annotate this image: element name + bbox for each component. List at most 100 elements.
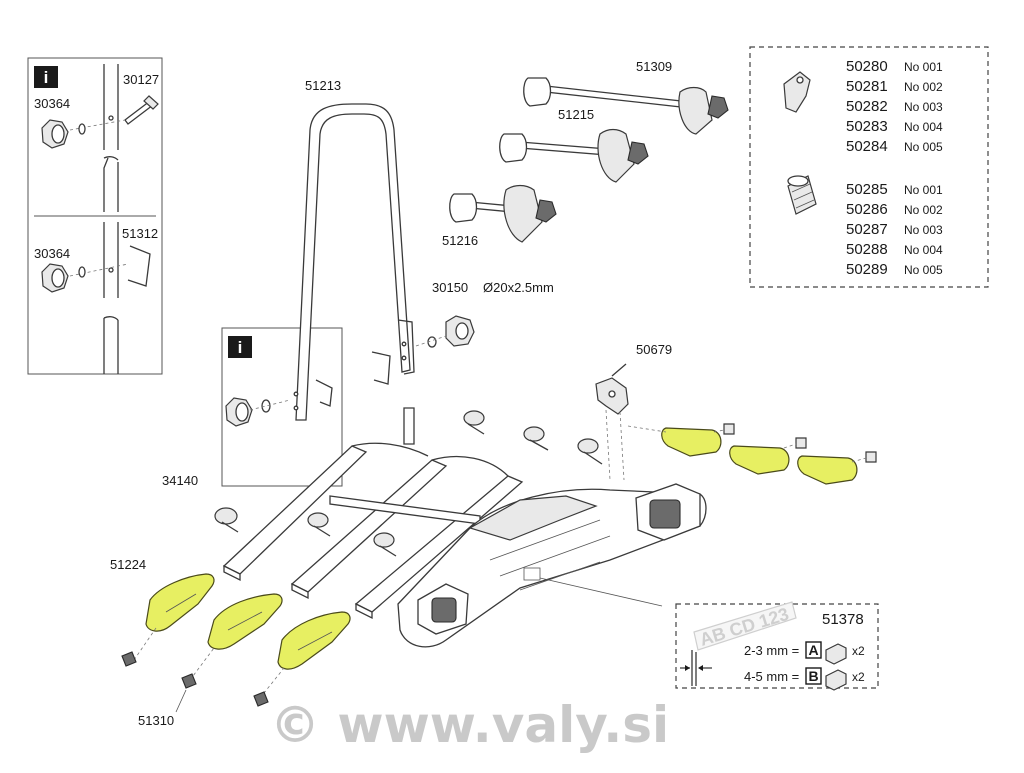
variant-number: No 001	[904, 183, 943, 197]
part-label-51310: 51310	[138, 713, 174, 728]
variant-code: 50288	[846, 241, 888, 258]
part-label-30364-top: 30364	[34, 96, 70, 111]
strap-end-icon	[783, 71, 811, 113]
arch-frame-51213	[293, 103, 415, 421]
info-panel-center-frame	[221, 327, 343, 487]
rear-tray-highlighted	[797, 455, 858, 485]
plate-box-frame	[675, 603, 879, 689]
variant-code: 50284	[846, 138, 888, 155]
variant-code: 50286	[846, 201, 888, 218]
info-icon-glyph: i	[44, 68, 49, 87]
end-caps-51310	[121, 651, 269, 713]
watermark: © www.valy.si	[270, 696, 669, 754]
cap-icon	[723, 423, 735, 435]
shim-a-size: 2-3 mm =	[744, 643, 799, 658]
variant-number: No 003	[904, 100, 943, 114]
ratchet-knob-icon	[787, 175, 817, 215]
variant-code: 50289	[846, 261, 888, 278]
strap-icon	[523, 426, 549, 451]
bike-arm-51215	[499, 128, 649, 183]
info-icon: i	[228, 336, 252, 358]
light-right-lens	[649, 499, 681, 529]
info-icon: i	[34, 66, 58, 88]
variant-number: No 002	[904, 203, 943, 217]
tube-with-clip-bottom	[41, 222, 151, 374]
shim-b-quantity: x2	[852, 670, 865, 684]
shim-icon	[825, 669, 847, 691]
bike-arm-51309	[523, 77, 729, 135]
info-panel-frame	[27, 57, 163, 375]
variant-code: 50281	[846, 78, 888, 95]
part-label-51378: 51378	[822, 611, 864, 628]
variant-code: 50287	[846, 221, 888, 238]
variant-code: 50282	[846, 98, 888, 115]
variants-box-frame	[749, 46, 989, 288]
wheel-tray-highlighted	[207, 593, 283, 650]
cap-icon	[865, 451, 877, 463]
strap-icon	[577, 438, 603, 465]
bike-arm-51216	[449, 184, 557, 243]
wheel-tray-highlighted	[145, 573, 215, 632]
clip-icon	[315, 379, 333, 407]
strap-icon	[214, 507, 239, 533]
part-label-34140: 34140	[162, 473, 198, 488]
strap-icon	[373, 532, 397, 557]
knob-icon	[225, 397, 253, 427]
variant-number: No 005	[904, 263, 943, 277]
strap-set-upper	[403, 407, 603, 465]
wheel-trays-51224	[133, 573, 351, 699]
washer-icon	[261, 399, 271, 413]
part-label-30364-bottom: 30364	[34, 246, 70, 261]
part-label-51213: 51213	[305, 78, 341, 93]
rear-trays-highlighted	[627, 423, 877, 485]
part-label-51215: 51215	[558, 107, 594, 122]
shim-a-quantity: x2	[852, 644, 865, 658]
info-panel-center: i	[221, 327, 343, 487]
knob-icon	[41, 263, 69, 293]
post-icon	[403, 407, 415, 445]
knob-30150	[415, 315, 475, 348]
variants-box: 50280 No 001 50281 No 002 50282 No 003 5…	[749, 46, 989, 288]
shim-a-letter: A	[808, 642, 818, 658]
bolt-icon	[124, 95, 159, 125]
part-label-30127: 30127	[123, 72, 159, 87]
part-label-51309: 51309	[636, 59, 672, 74]
washer-icon	[78, 123, 86, 135]
handle-icon	[468, 495, 598, 541]
rear-tray-highlighted	[729, 445, 790, 475]
info-panel-left: i 30127 30364	[27, 57, 163, 375]
washer-icon	[78, 266, 86, 278]
variant-number: No 004	[904, 243, 943, 257]
wheel-tray-highlighted	[277, 611, 351, 670]
part-label-51224: 51224	[110, 557, 146, 572]
tube-with-bolt-top	[41, 64, 159, 212]
cap-icon	[795, 437, 807, 449]
variant-number: No 001	[904, 60, 943, 74]
shim-icon	[825, 643, 847, 665]
part-label-30150: 30150	[432, 280, 468, 295]
shim-b-size: 4-5 mm =	[744, 669, 799, 684]
variant-code: 50283	[846, 118, 888, 135]
variant-number: No 005	[904, 140, 943, 154]
info-icon-glyph: i	[238, 338, 243, 357]
knob-icon	[41, 119, 69, 149]
rear-tray-highlighted	[661, 427, 722, 457]
clip-icon	[371, 351, 391, 385]
variant-code: 50280	[846, 58, 888, 75]
variant-number: No 002	[904, 80, 943, 94]
variant-code: 50285	[846, 181, 888, 198]
part-label-50679: 50679	[636, 342, 672, 357]
strap-icon	[307, 512, 331, 537]
variant-number: No 004	[904, 120, 943, 134]
shim-b-letter: B	[808, 668, 818, 684]
strap-icon	[463, 410, 485, 435]
part-spec-30150: Ø20x2.5mm	[483, 280, 554, 295]
lock-50679	[595, 363, 629, 481]
clip-icon	[127, 245, 151, 287]
part-label-51312: 51312	[122, 226, 158, 241]
carrier-base	[222, 442, 707, 648]
variant-number: No 003	[904, 223, 943, 237]
plate-holder-icon	[523, 567, 541, 581]
